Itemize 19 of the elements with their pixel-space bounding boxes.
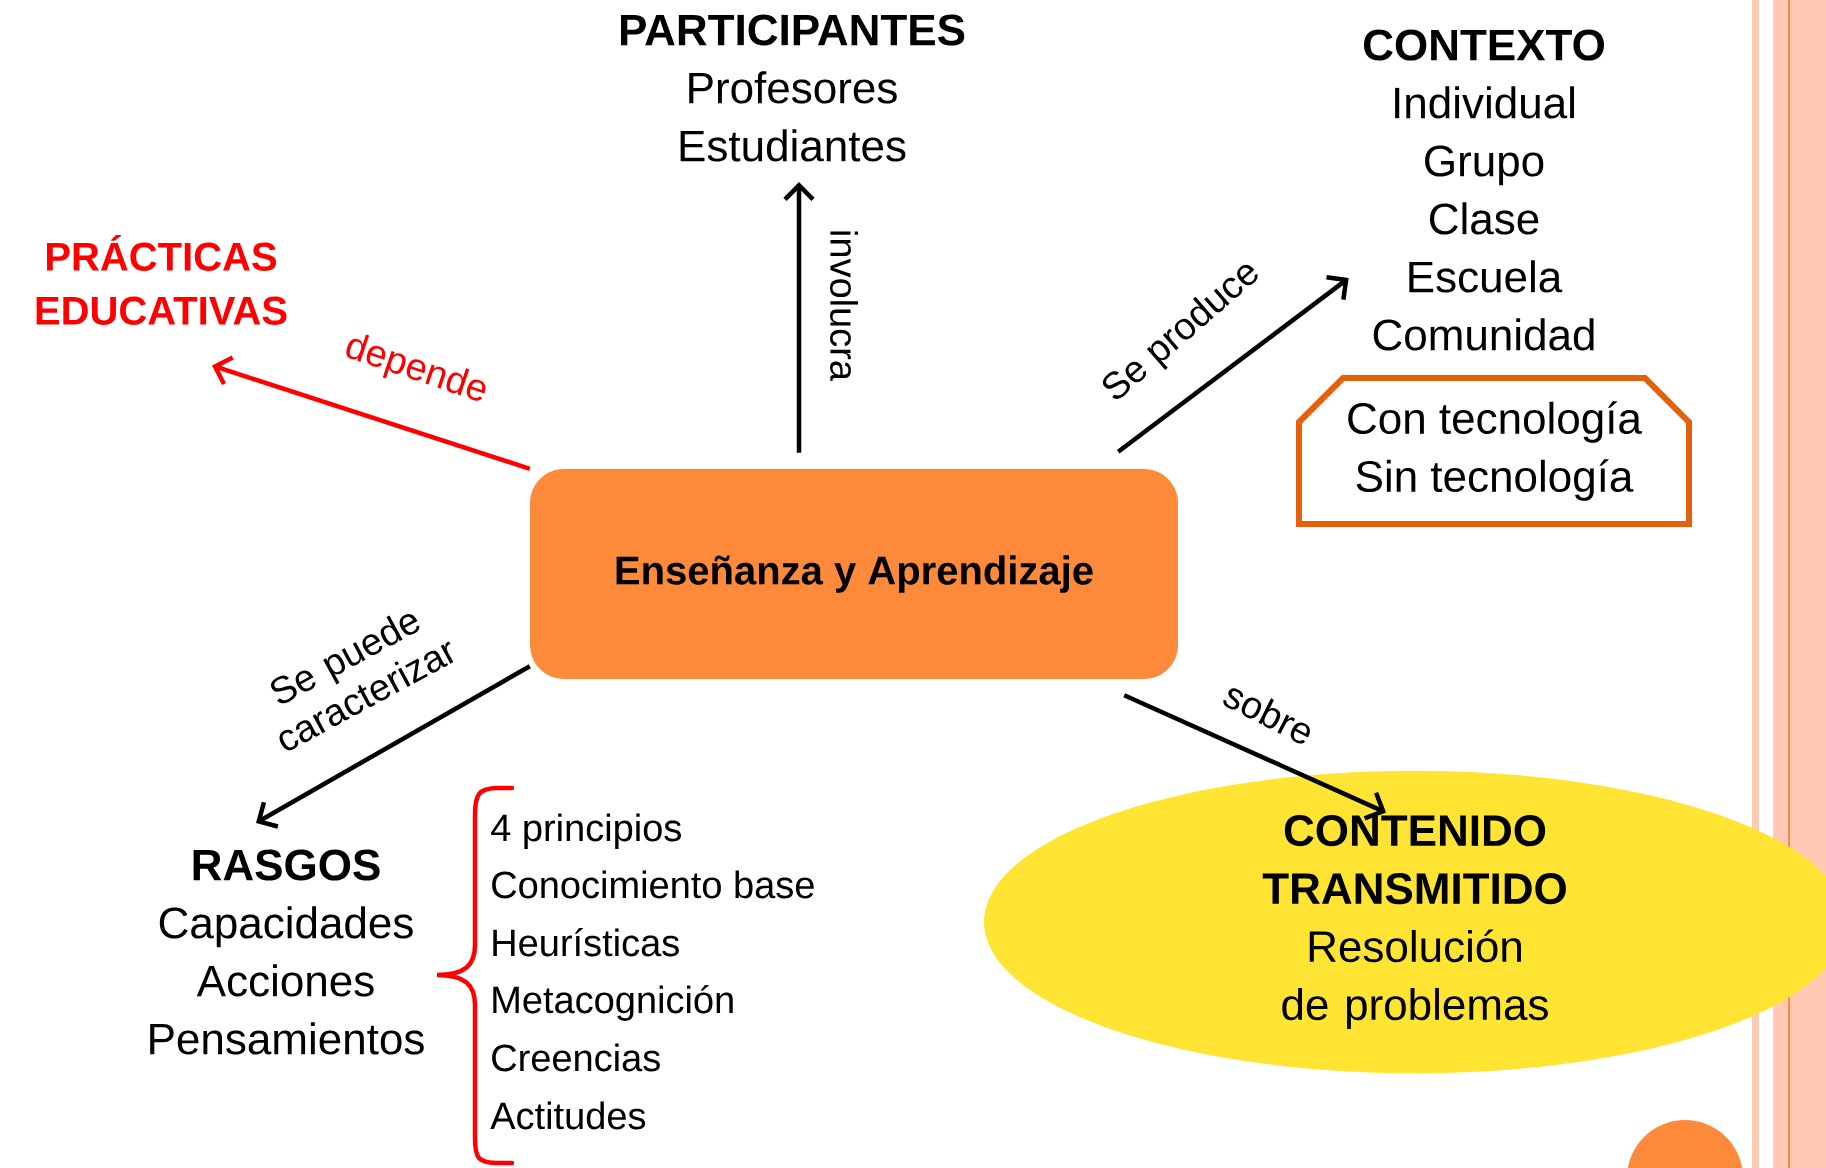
arrow (783, 182, 815, 453)
edge-label: involucra (830, 231, 858, 381)
arrow (212, 355, 531, 471)
chamfered-box: Con tecnología Sin tecnología (1296, 375, 1692, 527)
list-text: 4 principios (491, 813, 681, 849)
list-text: Conocimiento base (492, 870, 814, 899)
list-text: Actitudes (490, 1101, 646, 1130)
list-text: Creencias (492, 1043, 660, 1072)
list-text: Metacognición (493, 985, 733, 1021)
text-group: CONTEXTO Individual Grupo Clase Escuela Comunidad (1364, 29, 1604, 351)
arrow (1116, 275, 1349, 454)
heading-text: PRÁCTICAS EDUCATIVAS (36, 235, 287, 325)
text-group: RASGOS Capacidades Acciones Pensamientos (150, 849, 424, 1055)
arrow (1123, 693, 1386, 821)
center-box: Enseñanza y Aprendizaje (530, 469, 1178, 679)
text-group: PARTICIPANTES Profesores Estudiantes (621, 14, 965, 162)
edge-label: sobre (1223, 688, 1310, 744)
list-text: Heurísticas (493, 928, 679, 957)
arrow (256, 664, 531, 829)
